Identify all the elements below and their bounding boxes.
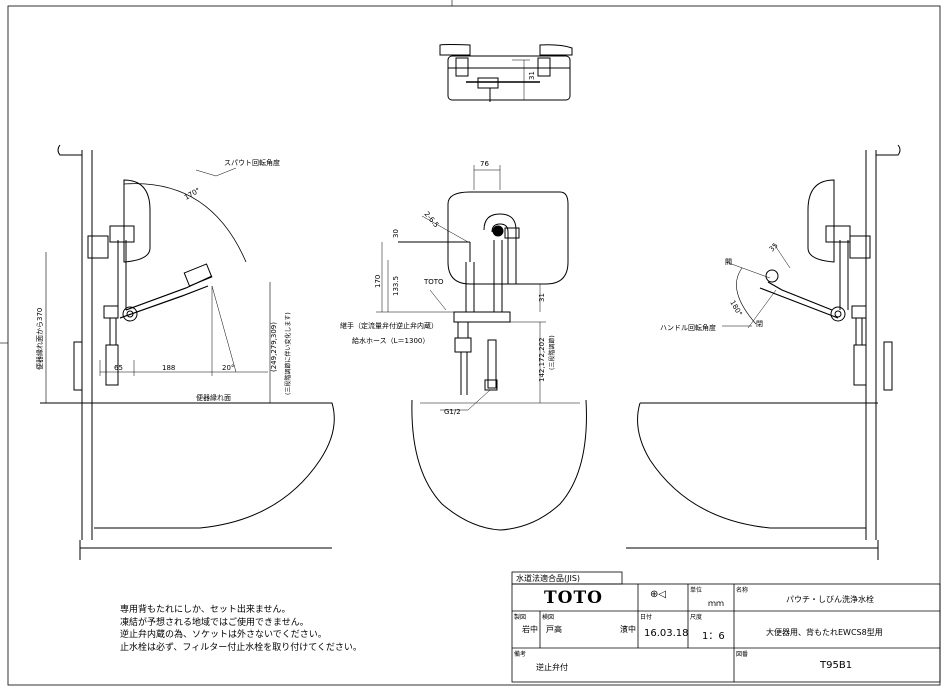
drawing-no-label: 図番 [736,651,749,658]
drawn-by: 岩中 [522,625,538,634]
fitting-note: 継手（定流量弁付逆止弁内蔵） [340,321,438,330]
note-item: 凍結が予想される地域ではご使用できません。 [120,617,309,628]
spout-angle-label: スパウト回転角度 [224,158,280,167]
thread-label: G1/2 [444,408,461,416]
dim-31-mid: 31 [538,293,546,302]
hose-note: 給水ホース（L＝1300） [352,336,429,345]
title-block-frame [511,571,941,683]
dim-2-6-5: 2-6.5 [422,210,440,229]
projection-symbol-icon: ⊕◁ [650,589,667,600]
drawn-label: 製図 [514,614,527,621]
checked-by: 戸高 [546,625,562,634]
handle-angle-label: ハンドル回転角度 [660,323,716,332]
rim-height-note: (三段階調節に伴い変化します) [284,312,292,395]
checked-label: 検図 [542,614,555,621]
left-side-view [40,144,335,560]
dim-30: 30 [392,229,400,238]
product-name: パウチ・しびん洗浄水栓 [786,595,874,604]
front-view [376,165,587,531]
law-label: 水道法適合品(JIS) [516,574,581,583]
unit-label: 単位 [690,587,703,594]
dim-35: 35 [768,241,780,253]
scale-label: 尺度 [690,614,703,621]
brand-logo: TOTO [544,588,603,608]
open-label: 開 [725,258,732,266]
toto-part-label: TOTO [423,278,444,286]
dim-65: 65 [114,364,123,372]
dim-170: 170 [374,275,382,288]
remarks-label: 備考 [514,651,527,658]
notes: 専用背もたれにしか、セット出来ません。 凍結が予想される地域ではご使用できません… [120,604,362,654]
unit-value: ｍｍ [708,599,724,608]
remarks-text: 逆止弁付 [536,663,568,672]
scale-value: 1：6 [702,631,725,642]
title-block: 水道法適合品(JIS) TOTO ⊕◁ 単位 ｍｍ 名称 パウチ・しびん洗浄水栓… [512,572,942,682]
spout-angle-value: 170° [183,186,202,201]
approved-by: 濱中 [620,625,636,634]
dim-76: 76 [480,160,489,168]
rim-plane-label: 便器縁れ面 [196,393,231,402]
right-side-view [626,144,901,560]
dim-188: 188 [162,364,175,372]
height-range: 142,172,202 [538,337,546,382]
rim-height-range: (249,279,309) [270,322,278,372]
height-range-note: (三段階調節) [548,335,556,370]
usage-text: 大便器用、背もたれEWCS8型用 [766,628,883,637]
note-item: 専用背もたれにしか、セット出来ません。 [120,605,291,615]
name-label: 名称 [736,587,749,594]
drawing-number: T95B1 [820,660,853,671]
top-view [439,44,573,102]
note-item: 止水栓は必ず、フィルター付止水栓を取り付けてください。 [120,642,362,653]
date-label: 日付 [640,614,653,621]
rim-height-label: 便器縁れ面から370 [35,308,44,370]
close-label: 閉 [756,320,763,328]
note-item: 逆止弁内蔵の為、ソケットは外さないでください。 [120,630,327,640]
dim-133-5: 133.5 [392,276,400,296]
handle-angle-value: 180° [728,299,743,318]
dim-20deg: 20° [222,364,234,372]
date-value: 16.03.18 [644,628,689,639]
dim-31-top: 31 [528,71,536,80]
